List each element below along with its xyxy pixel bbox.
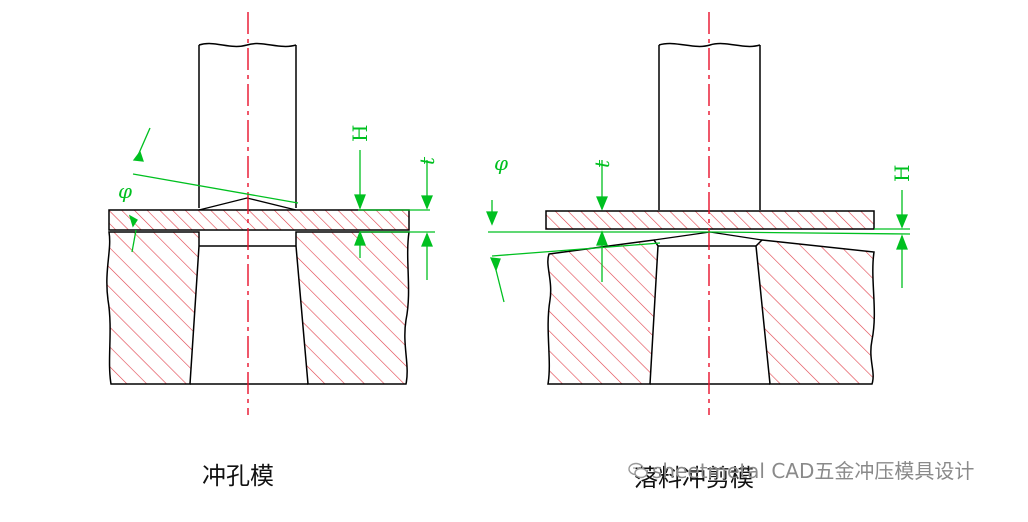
piercing-die-drawing: φ H t <box>106 12 439 415</box>
dimensions-left <box>128 127 435 280</box>
watermark-text: sheetmetal CAD五金冲压模具设计 <box>652 459 975 483</box>
caption-blanking-die: 落料冲剪模 <box>634 464 754 492</box>
H-label-left: H <box>348 125 372 142</box>
punch-right <box>658 42 761 210</box>
t-label-left: t <box>415 156 439 165</box>
dimensions-right <box>486 160 911 303</box>
dimension-labels-left: φ H t <box>118 125 439 203</box>
wechat-icon <box>628 462 648 479</box>
H-label-right: H <box>890 165 914 182</box>
phi-label-right: φ <box>494 151 508 175</box>
sheet-strip-right <box>545 210 875 230</box>
watermark: sheetmetal CAD五金冲压模具设计 <box>628 455 974 484</box>
dimension-labels-right: φ t H <box>494 151 914 182</box>
sheet-strip-left <box>108 209 410 231</box>
die-block-right <box>547 231 876 385</box>
t-label-right: t <box>590 159 614 168</box>
caption-piercing-die: 冲孔模 <box>202 462 274 490</box>
die-block-left <box>106 231 410 385</box>
blanking-die-drawing: φ t H <box>486 12 914 415</box>
punch-left <box>198 42 297 208</box>
phi-label-left: φ <box>118 179 132 203</box>
punch-tip-left <box>198 197 297 211</box>
